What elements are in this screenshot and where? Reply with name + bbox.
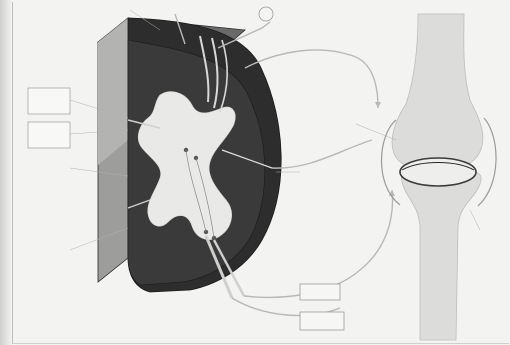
receptor-bulb bbox=[259, 7, 273, 21]
knee-joint bbox=[382, 14, 497, 340]
spinal-cord-section bbox=[98, 18, 281, 298]
bottom-box-1 bbox=[300, 284, 340, 300]
tibia bbox=[401, 171, 481, 340]
left-label-box-1 bbox=[28, 88, 70, 114]
left-label-box-2 bbox=[28, 122, 70, 148]
arrowhead-1 bbox=[375, 102, 381, 108]
femur bbox=[392, 14, 483, 168]
bottom-box-2 bbox=[300, 312, 344, 330]
